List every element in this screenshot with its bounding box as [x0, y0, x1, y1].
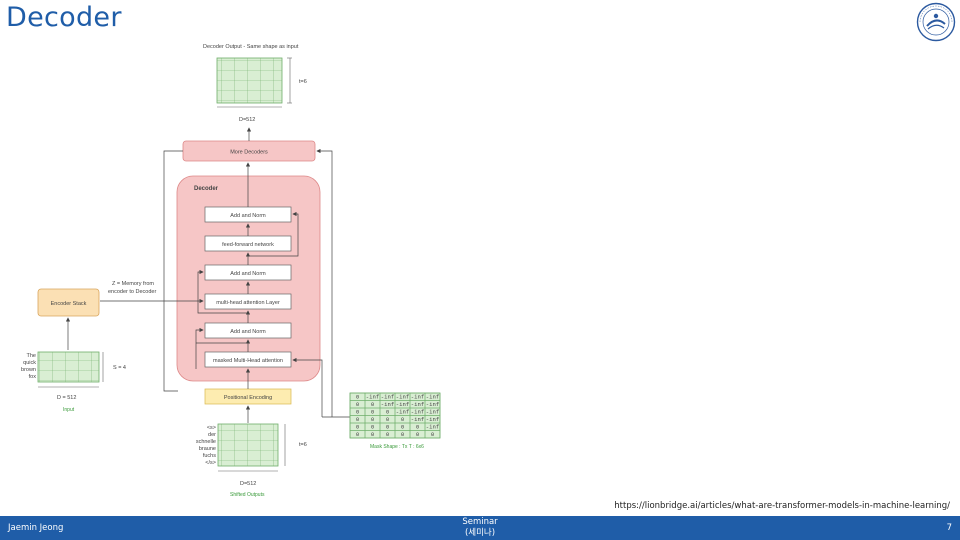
loop-left-line [163, 150, 183, 392]
mask-cell: -inf [366, 394, 379, 401]
shifted-caption: Shifted Outputs [230, 492, 265, 498]
mask-cell: 0 [371, 424, 375, 431]
mask-arrow [292, 357, 323, 417]
mask-cell: 0 [431, 431, 435, 438]
layer-connectors [195, 162, 299, 369]
university-seal-logo [916, 2, 956, 42]
mask-cell: -inf [411, 416, 424, 423]
mask-cell: -inf [381, 394, 394, 401]
shifted-word: fuchs [203, 453, 216, 459]
mask-cell: -inf [396, 401, 409, 408]
memory-note-line2: encoder to Decoder [108, 289, 156, 295]
input-word: The [27, 353, 36, 359]
mask-cell: -inf [396, 409, 409, 416]
shifted-word: <s> [207, 425, 216, 431]
decoder-layer: Add and Norm [204, 322, 292, 339]
mask-cell: 0 [371, 401, 375, 408]
mask-cell: 0 [386, 409, 390, 416]
footer-seminar: Seminar (세미나) [0, 517, 960, 539]
shifted-outputs-matrix [217, 423, 279, 467]
input-word: brown [21, 367, 36, 373]
mask-cell: 0 [371, 416, 375, 423]
mask-cell: 0 [386, 431, 390, 438]
mask-cell: -inf [411, 394, 424, 401]
mask-cell: 0 [356, 431, 360, 438]
mask-cell: 0 [356, 394, 360, 401]
mask-cell: 0 [416, 431, 420, 438]
mask-cell: -inf [426, 424, 439, 431]
decoder-layer: feed-forward network [204, 235, 292, 252]
mask-cell: -inf [426, 416, 439, 423]
mask-cell: 0 [356, 416, 360, 423]
mask-cell: 0 [371, 409, 375, 416]
shifted-word: der [208, 432, 216, 438]
seminar-line1: Seminar [462, 517, 498, 527]
mask-cell: 0 [371, 431, 375, 438]
mask-cell: 0 [356, 424, 360, 431]
mask-cell: -inf [396, 394, 409, 401]
mask-cell: 0 [401, 424, 405, 431]
input-caption: Input [63, 407, 75, 413]
mask-cell: 0 [356, 409, 360, 416]
mask-cell: 0 [356, 401, 360, 408]
slide-title: Decoder [6, 2, 122, 33]
svg-text:masked Multi-Head attention: masked Multi-Head attention [213, 358, 283, 364]
shifted-word: braune [199, 446, 216, 452]
input-d-label: D = 512 [57, 395, 76, 401]
page-number: 7 [946, 523, 952, 533]
input-word: quick [23, 360, 36, 366]
decoder-layer: Add and Norm [204, 264, 292, 281]
mask-cell: -inf [426, 394, 439, 401]
output-matrix [216, 57, 283, 104]
source-url[interactable]: https://lionbridge.ai/articles/what-are-… [614, 501, 950, 511]
svg-text:Add and Norm: Add and Norm [230, 329, 266, 335]
output-d-label: D=512 [239, 117, 255, 123]
decoder-label: Decoder [194, 186, 219, 192]
mask-cell: 0 [386, 424, 390, 431]
mask-cell: -inf [426, 409, 439, 416]
decoder-layer: masked Multi-Head attention [204, 351, 292, 368]
loop-right-line [316, 148, 333, 417]
input-matrix [37, 351, 100, 383]
mask-cell: 0 [401, 431, 405, 438]
memory-note-line1: Z = Memory from [112, 281, 154, 287]
svg-text:Add and Norm: Add and Norm [230, 271, 266, 277]
mask-cell: -inf [426, 401, 439, 408]
shifted-d-label: D=512 [240, 481, 256, 487]
decoder-layer: multi-head attention Layer [204, 293, 292, 310]
mask-cell: -inf [411, 409, 424, 416]
encoder-stack-box [37, 288, 100, 317]
output-title: Decoder Output - Same shape as input [203, 44, 299, 50]
mask-cell: 0 [386, 416, 390, 423]
mask-cell: 0 [416, 424, 420, 431]
input-word: fox [29, 374, 37, 380]
input-s-label: S = 4 [113, 365, 126, 371]
decoder-layer: Add and Norm [204, 206, 292, 223]
footer-author: Jaemin Jeong [8, 523, 64, 533]
shifted-word: </s> [205, 460, 216, 466]
positional-encoding-label: Positional Encoding [224, 395, 272, 401]
seminar-line2: (세미나) [464, 528, 496, 538]
more-decoders-label: More Decoders [230, 150, 268, 156]
shifted-word: schnelle [196, 439, 216, 445]
encoder-stack-label: Encoder Stack [51, 301, 87, 307]
footer-bar: Jaemin Jeong Seminar (세미나) 7 [0, 516, 960, 540]
mask-cell: 0 [401, 416, 405, 423]
output-t-label: t=6 [299, 79, 307, 85]
mask-caption: Mask Shape : Tx T : 6x6 [370, 444, 424, 450]
shifted-t-label: t=6 [299, 442, 307, 448]
mask-cell: -inf [411, 401, 424, 408]
svg-text:feed-forward network: feed-forward network [222, 242, 274, 248]
svg-text:multi-head attention Layer: multi-head attention Layer [216, 300, 280, 306]
svg-text:Add and Norm: Add and Norm [230, 213, 266, 219]
mask-cell: -inf [381, 401, 394, 408]
